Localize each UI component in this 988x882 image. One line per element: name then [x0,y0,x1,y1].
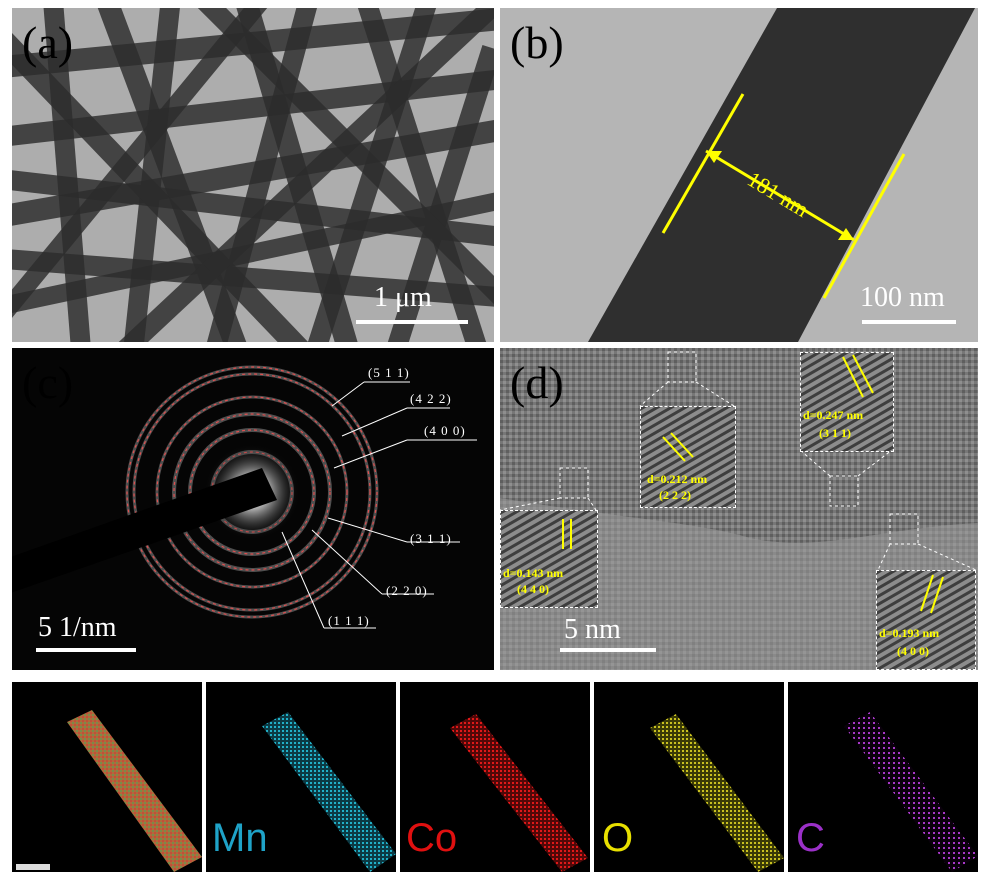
ring-label-422: (4 2 2) [410,391,452,406]
inset-400-spacing: d=0.193 nm [879,626,940,640]
lattice-inset-222: d=0.212 nm (2 2 2) [640,406,736,508]
eds-map-c: C [788,682,978,872]
inset-440-plane: (4 4 0) [517,582,549,596]
panel-a-tem-overview: (a) 1 μm [12,8,494,342]
inset-222-spacing: d=0.212 nm [647,472,708,486]
panel-e-label: (e) [18,689,70,740]
panel-a-scale-label: 1 μm [374,282,432,313]
ring-label-220: (2 2 0) [386,583,428,598]
lattice-inset-440: d=0.143 nm (4 4 0) [500,510,598,608]
diffraction-rings-image [12,348,494,670]
panel-d-scale-bar [560,648,656,652]
panel-d-label: (d) [510,357,564,408]
ring-label-511: (5 1 1) [368,365,410,380]
ring-label-400: (4 0 0) [424,423,466,438]
inset-311-plane: (3 1 1) [819,426,851,440]
lattice-inset-400: d=0.193 nm (4 0 0) [876,570,976,670]
panel-d-hrtem: (d) d=0.212 nm (2 2 2) d=0.247 nm (3 1 1… [500,348,978,670]
lattice-inset-311: d=0.247 nm (3 1 1) [800,352,894,452]
element-label-co: Co [406,816,458,860]
panel-b-label: (b) [510,17,564,68]
panel-b-single-fiber: (b) 181 nm 100 nm [500,8,978,342]
panel-c-scale-bar [36,648,136,652]
ring-label-111: (1 1 1) [328,613,370,628]
single-fiber-image [500,8,978,342]
element-label-mn: Mn [212,816,268,860]
panel-e-overlay-map: (e) [12,682,202,872]
panel-a-label: (a) [22,17,74,68]
inset-311-spacing: d=0.247 nm [803,408,864,422]
nanofiber-network-image [12,8,494,342]
panel-b-scale-label: 100 nm [860,282,945,313]
element-label-c: C [796,816,825,860]
panel-b-scale-bar [862,320,956,324]
inset-440-spacing: d=0.143 nm [503,566,564,580]
inset-400-plane: (4 0 0) [897,644,929,658]
eds-map-mn: Mn [206,682,396,872]
element-label-o: O [602,816,634,860]
ring-label-311: (3 1 1) [410,531,452,546]
panel-c-label: (c) [22,357,74,408]
eds-map-co: Co [400,682,590,872]
panel-a-scale-bar [356,320,468,324]
panel-c-saed-pattern: (c) (5 1 1) (4 2 2) (4 0 0) (3 1 1) (2 2… [12,348,494,670]
inset-222-plane: (2 2 2) [659,488,691,502]
panel-c-scale-label: 5 1/nm [38,612,117,643]
eds-map-o: O [594,682,784,872]
panel-d-scale-label: 5 nm [564,614,621,645]
